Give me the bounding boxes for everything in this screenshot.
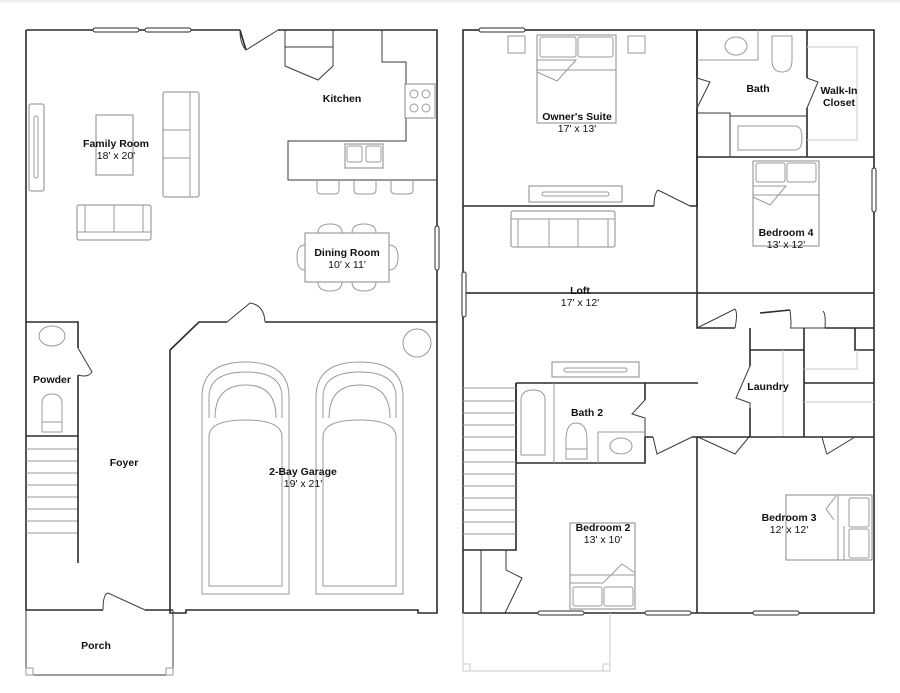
window [144,27,192,33]
first-floor-plan [25,27,440,676]
toilet-icon [565,422,588,460]
window [752,610,800,616]
room-label-kitchen: Kitchen [323,93,362,105]
bathtub-icon [520,389,546,456]
window [537,610,585,616]
room-label-bath: Bath [746,83,769,95]
water-heater-icon [402,328,432,358]
bed-icon [536,34,617,124]
rug-icon [95,114,134,176]
room-dims-loft: 17' x 12' [561,297,599,309]
room-label-loft: Loft [570,285,590,297]
window [871,167,877,213]
sofa-icon [510,210,616,248]
stairs-icon [463,383,517,551]
room-label-family-room: Family Room [83,138,149,150]
sink-icon [344,143,384,169]
room-label-owners-suite: Owner's Suite [542,111,612,123]
room-dims-bedroom-2: 13' x 10' [584,534,622,546]
nightstand-icon [507,35,526,54]
nightstand-icon [627,35,646,54]
window [478,27,526,33]
window [461,271,467,318]
bed-icon [569,522,636,610]
room-label-garage: 2-Bay Garage [269,466,337,478]
room-label-dining-room: Dining Room [314,247,379,259]
stairs-icon [26,436,79,563]
room-label-laundry: Laundry [747,381,789,393]
toilet-icon [771,35,793,73]
car-icon [315,361,404,595]
room-label-porch: Porch [81,640,111,652]
bathtub-icon [737,125,803,151]
room-label-bedroom-3: Bedroom 3 [762,512,817,524]
sofa-icon [162,91,200,198]
top-edge-shadow [0,0,900,4]
tv-console-icon [28,103,45,192]
bed-icon [752,160,820,247]
room-dims-dining-room: 10' x 11' [328,259,366,271]
car-icon [201,361,290,595]
sink-icon [38,325,66,347]
room-label-walk-in-closet-2: Closet [823,97,856,109]
room-dims-bedroom-3: 12' x 12' [770,524,808,536]
toilet-icon [41,393,63,433]
room-label-bedroom-2: Bedroom 2 [576,522,631,534]
bed-icon [785,494,873,561]
second-floor-plan [461,27,877,672]
room-dims-bedroom-4: 13' x 12' [767,239,805,251]
room-dims-owners-suite: 17' x 13' [558,123,596,135]
room-dims-family-room: 18' x 20' [97,150,135,162]
room-label-foyer: Foyer [110,457,139,469]
room-label-powder: Powder [33,374,71,386]
tv-console-icon [551,361,640,378]
room-label-bath-2: Bath 2 [571,407,603,419]
dining-table-icon [296,223,399,292]
sink-icon [609,437,633,455]
stove-icon [404,83,436,119]
window [434,225,440,271]
room-label-walk-in-closet: Walk-In [821,85,858,97]
dresser-icon [528,185,623,203]
window [92,27,140,33]
room-dims-garage: 19' x 21' [284,478,322,490]
room-label-bedroom-4: Bedroom 4 [759,227,814,239]
sink-icon [724,36,748,56]
window [644,610,692,616]
